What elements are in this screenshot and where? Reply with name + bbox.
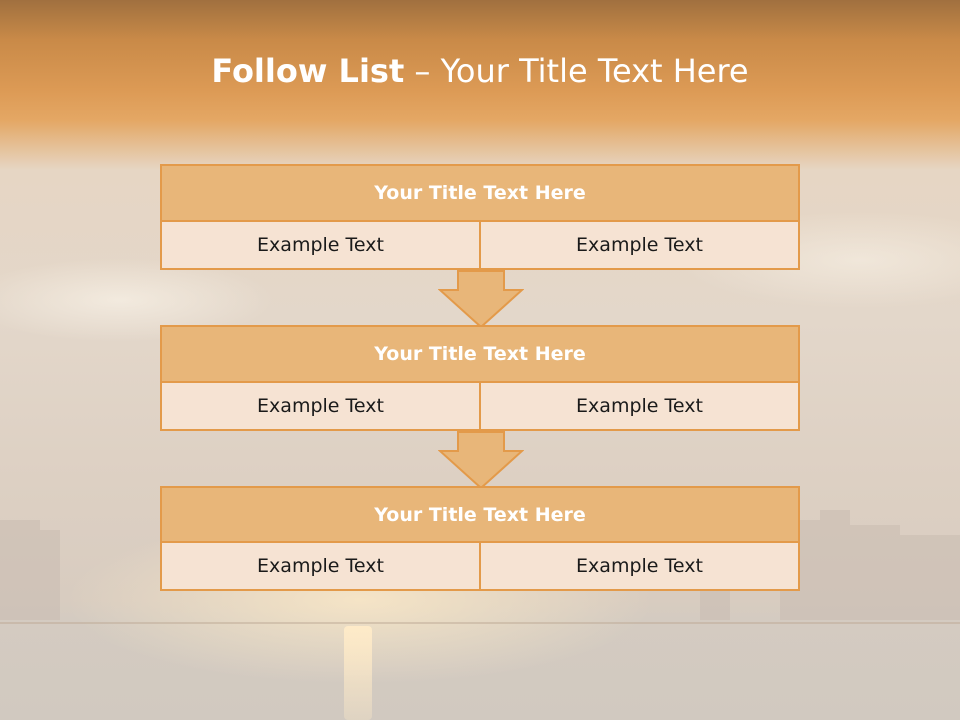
block-cell-left: Example Text: [162, 222, 479, 268]
slide-title-bold: Follow List: [211, 52, 405, 90]
down-arrow-icon: [438, 431, 524, 489]
block-cell-left: Example Text: [162, 383, 479, 429]
block-cell-right: Example Text: [479, 383, 798, 429]
block-row: Example Text Example Text: [162, 383, 798, 429]
list-block-2: Your Title Text Here Example Text Exampl…: [160, 325, 800, 431]
sun-reflection: [344, 626, 372, 720]
block-cell-right: Example Text: [479, 222, 798, 268]
list-block-3: Your Title Text Here Example Text Exampl…: [160, 486, 800, 591]
block-title: Your Title Text Here: [162, 488, 798, 543]
block-title: Your Title Text Here: [162, 327, 798, 383]
block-cell-left: Example Text: [162, 543, 479, 589]
slide-title-rest: – Your Title Text Here: [414, 52, 749, 90]
block-title: Your Title Text Here: [162, 166, 798, 222]
block-cell-right: Example Text: [479, 543, 798, 589]
horizon-line: [0, 622, 960, 624]
slide-title: Follow List – Your Title Text Here: [0, 52, 960, 90]
down-arrow-icon: [438, 270, 524, 328]
block-row: Example Text Example Text: [162, 543, 798, 589]
block-row: Example Text Example Text: [162, 222, 798, 268]
list-block-1: Your Title Text Here Example Text Exampl…: [160, 164, 800, 270]
